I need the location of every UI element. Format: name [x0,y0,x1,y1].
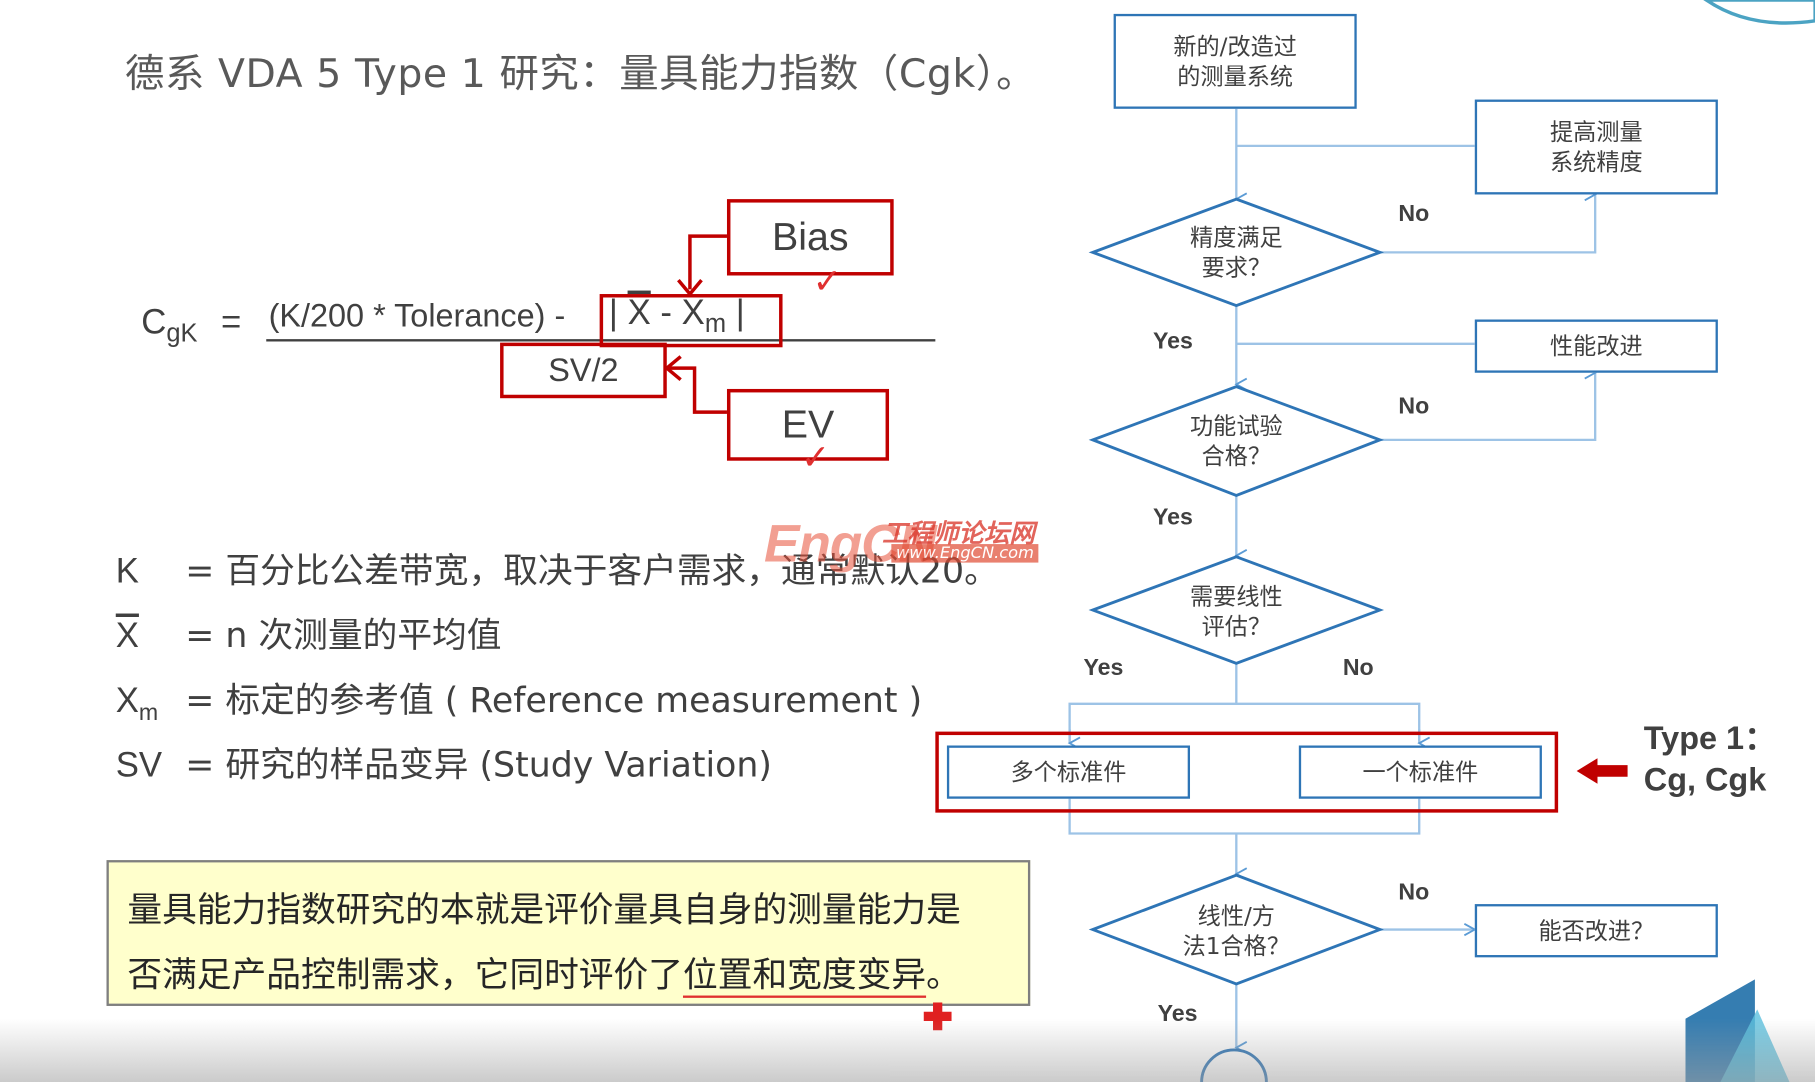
definition-xm: Xm= 标定的参考值 ( Reference measurement ) [115,680,923,726]
bias-label-box: Bias [726,199,894,276]
label-yes-1: Yes [1152,328,1193,355]
decision-linearity-needed-label: 需要线性评估？ [1190,582,1283,641]
formula-abs-term: | X - Xm | [608,294,745,339]
type1-annotation: Type 1： Cg, Cgk [1644,718,1777,801]
formula-denominator: SV/2 [500,342,667,399]
bottom-shadow [0,1018,1815,1082]
decision-linearity-needed [1088,555,1385,665]
decision-precision-label: 精度满足要求？ [1190,223,1283,282]
type1-arrow [1576,758,1628,784]
label-yes-2: Yes [1152,504,1193,531]
numerator-text: (K/200 * Tolerance) - [268,297,566,334]
ev-label-box: EV [726,388,890,461]
definition-xbar: X= n 次测量的平均值 [115,615,502,657]
flow-perf-improve-box: 性能改进 [1474,319,1718,373]
label-no-1: No [1398,201,1430,227]
flow-start-line2: 的测量系统 [1177,62,1294,91]
flow-start-box: 新的/改造过的测量系统 [1113,13,1357,109]
label-no-3: No [1342,655,1374,681]
decision-function-test [1088,385,1384,498]
decorative-corner-graphics [1685,0,1815,1082]
flow-single-standard-box: 一个标准件 [1298,745,1542,799]
improve-precision-line1: 提高测量 [1550,118,1643,146]
type1-highlight-frame [935,731,1559,813]
definition-sv: SV= 研究的样品变异 (Study Variation) [115,745,772,787]
flow-can-improve-box: 能否改进？ [1474,904,1718,958]
label-yes-3: Yes [1083,655,1124,681]
flow-improve-precision-box: 提高测量系统精度 [1474,99,1718,195]
summary-highlight: 位置和宽度变异 [682,955,927,998]
decision-precision [1088,197,1385,308]
summary-box: 量具能力指数研究的本就是评价量具自身的测量能力是 否满足产品控制需求，它同时评价… [106,860,1031,1008]
decision-function-label: 功能试验合格？ [1190,412,1283,470]
label-no-4: No [1398,879,1430,906]
decision-linearity-ok [1088,873,1384,986]
watermark-url: www.EngCN.com [891,544,1039,563]
xbar-xm-frame [599,294,783,348]
decision-linearity-ok-label: 线性/方法1合格？ [1182,901,1290,960]
type1-line2: Cg, Cgk [1643,761,1767,798]
summary-line2: 否满足产品控制需求，它同时评价了位置和宽度变异。 [127,943,1009,1008]
type1-line1: Type 1： [1643,720,1777,756]
improve-precision-line2: 系统精度 [1550,148,1643,176]
formula-lhs: CgK = [141,303,242,348]
slide-title: 德系 VDA 5 Type 1 研究：量具能力指数（Cgk）。 [125,50,1037,98]
bias-check-mark: ✓ [812,261,842,303]
formula-numerator: (K/200 * Tolerance) - [269,298,566,335]
watermark-brand: EngCN [764,512,937,574]
watermark-cn: 工程师论坛网 [882,519,1035,549]
flow-multi-standard-box: 多个标准件 [946,745,1191,799]
red-cross-marker [923,1002,952,1031]
definition-k: K= 百分比公差带宽，取决于客户需求，通常默认20。 [115,551,999,592]
label-no-2: No [1398,393,1430,420]
flow-start-line1: 新的/改造过 [1173,32,1297,61]
ev-check-mark: ✓ [801,437,831,479]
summary-line1: 量具能力指数研究的本就是评价量具自身的测量能力是 [127,890,961,931]
